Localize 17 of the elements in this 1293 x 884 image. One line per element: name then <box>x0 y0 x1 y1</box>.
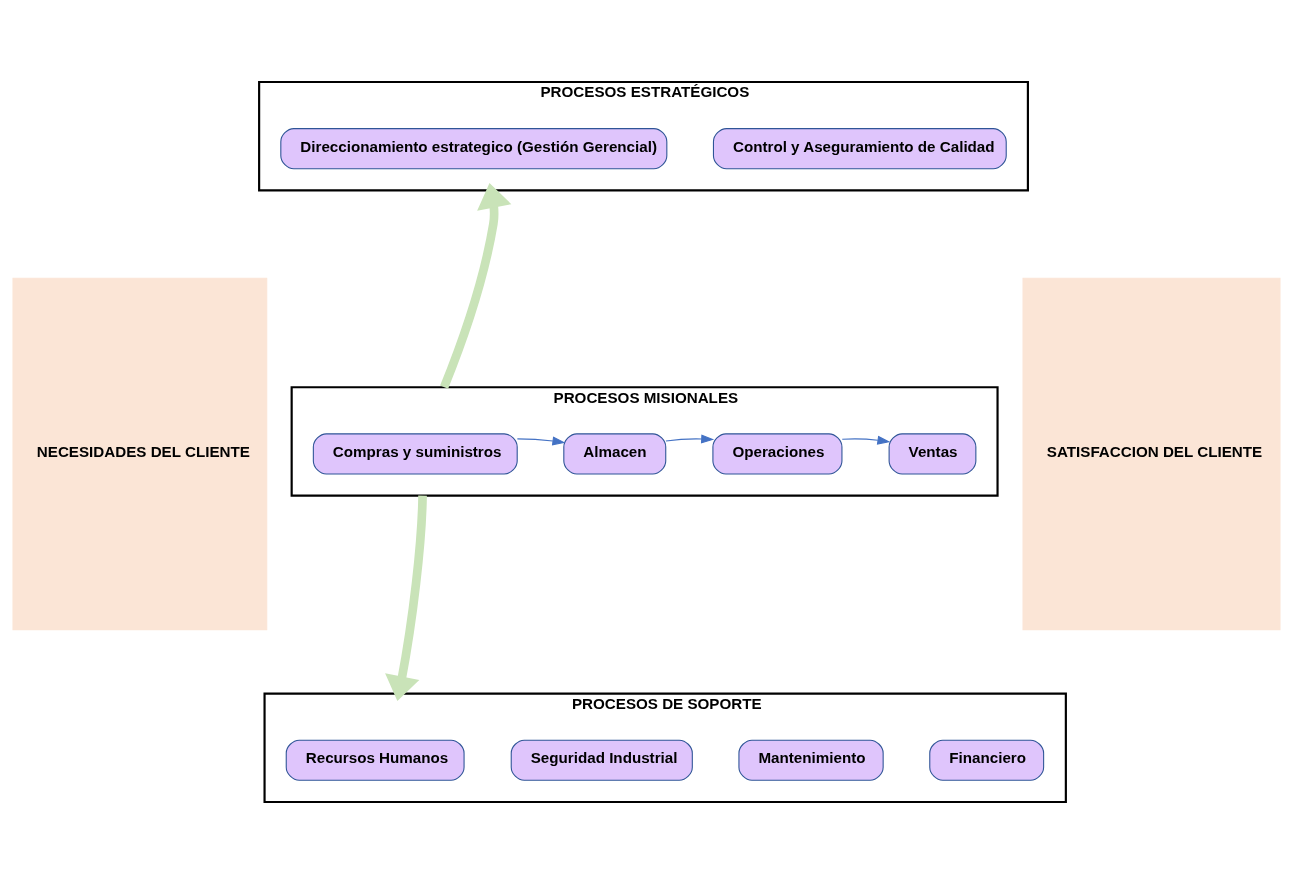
node-box: Recursos Humanos <box>285 739 465 781</box>
node-box: SATISFACCION DEL CLIENTE <box>1022 277 1281 631</box>
node-box: Compras y suministros <box>312 433 518 475</box>
node-box: Control y Aseguramiento de Calidad <box>712 128 1007 170</box>
node-box: Seguridad Industrial <box>510 739 693 781</box>
arrow <box>665 434 715 444</box>
arrow <box>841 435 891 445</box>
node-box: NECESIDADES DEL CLIENTE <box>12 277 268 631</box>
node-box: Financiero <box>929 739 1045 781</box>
node-box: Almacen <box>563 433 667 475</box>
node-box: Ventas <box>888 433 977 475</box>
node-box: Direccionamiento estrategico (Gestión Gerencial) <box>280 128 668 170</box>
arrow <box>440 183 512 389</box>
node-box: Operaciones <box>712 433 843 475</box>
arrow <box>516 436 566 446</box>
node-box: Mantenimiento <box>738 739 884 781</box>
arrow <box>385 495 427 701</box>
